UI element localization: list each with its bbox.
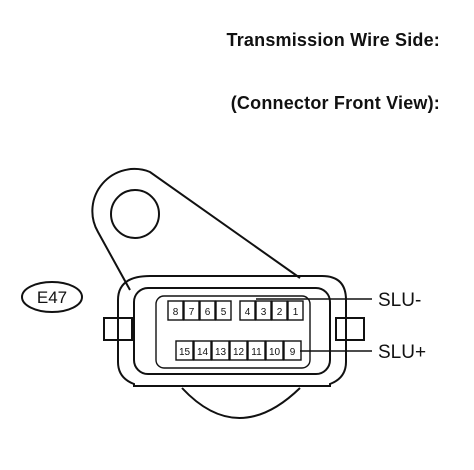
mounting-bracket xyxy=(91,167,301,291)
slu-minus-label: SLU- xyxy=(378,290,421,311)
pin-5: 5 xyxy=(221,307,227,318)
connector-face xyxy=(155,295,311,369)
pin-15: 15 xyxy=(179,347,191,358)
mounting-hole xyxy=(110,189,160,239)
pin-7: 7 xyxy=(189,307,195,318)
right-tab xyxy=(335,317,365,341)
pin-9: 9 xyxy=(290,347,296,358)
connector-inner-housing xyxy=(133,287,331,375)
connector-base xyxy=(181,387,301,419)
pin-14: 14 xyxy=(197,347,209,358)
connector-code: E47 xyxy=(37,288,67,307)
pin-13: 13 xyxy=(215,347,227,358)
pin-2: 2 xyxy=(277,307,283,318)
connector-code-oval xyxy=(21,281,83,313)
bottom-pin-row: 15 14 13 12 11 10 9 xyxy=(175,340,302,361)
pin-6: 6 xyxy=(205,307,211,318)
title-line-2: (Connector Front View): xyxy=(230,93,440,113)
pin-11: 11 xyxy=(251,347,262,358)
pin-8: 8 xyxy=(173,307,179,318)
top-pin-row: 8 7 6 5 4 3 2 1 xyxy=(167,300,304,321)
pin-12: 12 xyxy=(233,347,245,358)
pin-4: 4 xyxy=(245,307,251,318)
pin-10: 10 xyxy=(269,347,281,358)
title-line-1: Transmission Wire Side: xyxy=(226,30,440,50)
connector-housing xyxy=(117,275,347,387)
pin-3: 3 xyxy=(261,307,267,318)
slu-plus-label: SLU+ xyxy=(378,342,426,363)
pin-1: 1 xyxy=(293,307,299,318)
